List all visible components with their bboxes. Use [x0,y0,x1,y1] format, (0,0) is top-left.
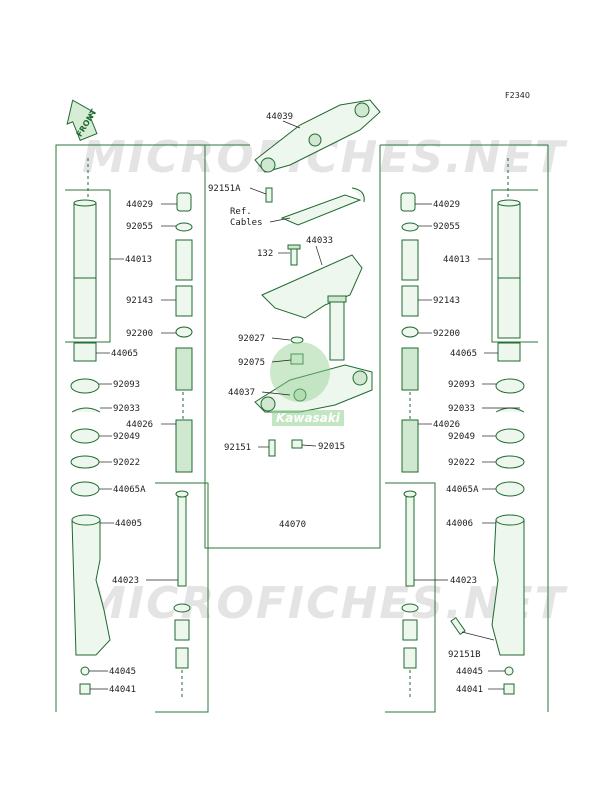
label-44037: 44037 [228,388,255,398]
stem-44037 [254,295,373,413]
cable-clamp-ref [280,187,365,226]
label-92075: 92075 [238,358,265,368]
label-right-44065: 44065 [450,349,477,359]
label-92151: 92151 [224,443,251,453]
bolt-92151A [265,187,273,203]
label-left-92055: 92055 [126,222,153,232]
label-left-44013: 44013 [125,255,152,265]
label-left-44065A: 44065A [113,485,146,495]
label-right-44006: 44006 [446,519,473,529]
label-right-44029: 44029 [433,200,460,210]
left-fork-parts [70,192,193,695]
label-right-44023: 44023 [450,576,477,586]
label-92027: 92027 [238,334,265,344]
center-labels: 44039 92151A Ref. Cables 132 44033 92027… [208,112,345,530]
washer-92027 [290,336,304,344]
label-right-92200: 92200 [433,329,460,339]
label-left-92049: 92049 [113,432,140,442]
label-right-44045: 44045 [456,667,483,677]
label-right-92022: 92022 [448,458,475,468]
bolt-92151 [268,439,276,457]
label-right-92049: 92049 [448,432,475,442]
label-left-44041: 44041 [109,685,136,695]
label-right-44013: 44013 [443,255,470,265]
label-left-44045: 44045 [109,667,136,677]
watermark-bottom: MICROFICHES.NET [82,578,568,629]
label-right-92093: 92093 [448,380,475,390]
label-left-44029: 44029 [126,200,153,210]
label-left-92200: 92200 [126,329,153,339]
label-right-44041: 44041 [456,685,483,695]
label-right-44026: 44026 [433,420,460,430]
label-left-92033: 92033 [113,404,140,414]
label-left-44023: 44023 [112,576,139,586]
label-ref-line2: Cables [230,218,263,228]
label-ref-line1: Ref. [230,207,252,217]
label-44039: 44039 [266,112,293,122]
upper-bracket-44039 [254,99,381,173]
stamp-text: Kawasaki [276,411,341,425]
label-92151A: 92151A [208,184,241,194]
label-left-92022: 92022 [113,458,140,468]
label-44033: 44033 [306,236,333,246]
diagram-code: F2340 [505,91,530,100]
assembly-frame [55,144,549,713]
left-labels: 44029 92055 44013 92143 92200 44065 9209… [109,200,153,695]
label-left-92093: 92093 [113,380,140,390]
label-right-92151B: 92151B [448,650,481,660]
label-left-44065: 44065 [111,349,138,359]
label-44070: 44070 [279,520,306,530]
label-left-92143: 92143 [126,296,153,306]
label-left-44005: 44005 [115,519,142,529]
manufacturer-stamp: Kawasaki [270,342,344,426]
cover-44033 [261,254,363,319]
front-direction-icon: FRONT [66,99,99,141]
right-labels: 44029 92055 44013 92143 92200 44065 9209… [433,200,483,695]
label-132: 132 [257,249,273,259]
leader-lines [89,120,520,690]
bolt-132 [287,244,301,266]
label-right-92055: 92055 [433,222,460,232]
label-right-92033: 92033 [448,404,475,414]
right-fork-parts [400,192,525,695]
label-92015: 92015 [318,442,345,452]
label-left-44026: 44026 [126,420,153,430]
nut-92015 [291,439,303,449]
label-right-92143: 92143 [433,296,460,306]
nut-92075 [290,353,304,365]
label-right-44065A: 44065A [446,485,479,495]
